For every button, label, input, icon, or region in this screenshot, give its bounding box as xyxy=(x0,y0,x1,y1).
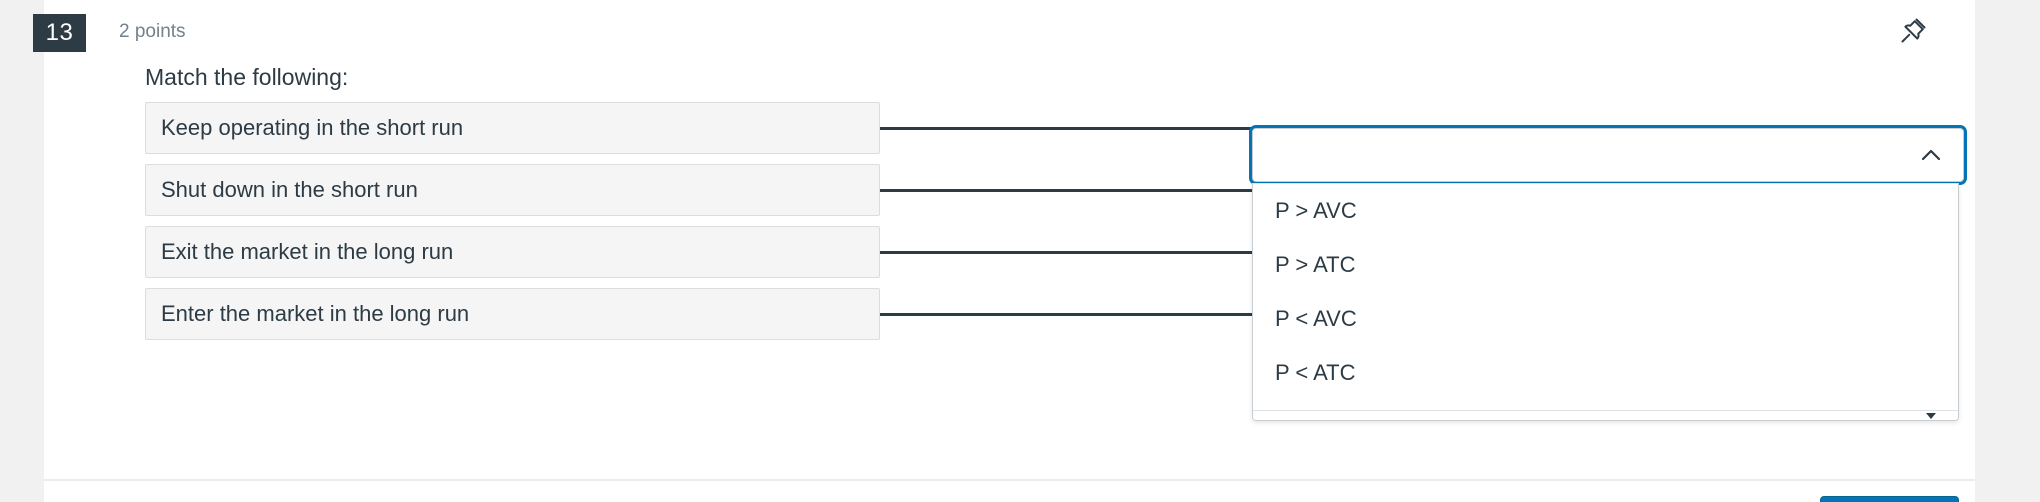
chevron-down-icon[interactable] xyxy=(1926,413,1936,419)
page-left-gutter xyxy=(0,0,44,502)
select-trigger[interactable] xyxy=(1252,128,1964,182)
match-row[interactable]: Keep operating in the short run xyxy=(145,102,880,154)
select-option[interactable]: P < ATC xyxy=(1275,360,1356,385)
connector-line xyxy=(880,251,1252,254)
chevron-up-icon[interactable] xyxy=(1917,141,1945,169)
select-options-panel[interactable]: P > AVC P > ATC P < AVC P < ATC xyxy=(1252,183,1959,421)
connector-line xyxy=(880,313,1252,316)
page-body-below-card xyxy=(44,481,1975,502)
question-card: Match the following: Keep operating in t… xyxy=(44,0,1975,481)
match-row-label: Shut down in the short run xyxy=(161,177,418,202)
match-row[interactable]: Enter the market in the long run xyxy=(145,288,880,340)
match-row[interactable]: Shut down in the short run xyxy=(145,164,880,216)
match-row[interactable]: Exit the market in the long run xyxy=(145,226,880,278)
match-row-label: Exit the market in the long run xyxy=(161,239,454,264)
select-option[interactable]: P < AVC xyxy=(1275,306,1357,331)
options-scroll-base[interactable] xyxy=(1253,410,1958,420)
match-answer-select[interactable] xyxy=(1252,128,1964,182)
select-option[interactable]: P > ATC xyxy=(1275,252,1356,277)
match-row-label: Enter the market in the long run xyxy=(161,301,470,326)
connector-line xyxy=(880,127,1252,130)
pin-icon[interactable] xyxy=(1896,14,1930,48)
submit-quiz-button[interactable]: Submit Quiz xyxy=(1820,496,1959,502)
match-row-label: Keep operating in the short run xyxy=(161,115,464,140)
connector-line xyxy=(880,189,1252,192)
question-points: 2 points xyxy=(119,21,186,42)
select-option[interactable]: P > AVC xyxy=(1275,198,1357,223)
matching-area: Keep operating in the short run Shut dow… xyxy=(44,0,1975,479)
page-right-gutter xyxy=(1975,0,2040,502)
question-prompt: Match the following: xyxy=(145,64,349,90)
question-number-badge: 13 xyxy=(33,14,86,52)
